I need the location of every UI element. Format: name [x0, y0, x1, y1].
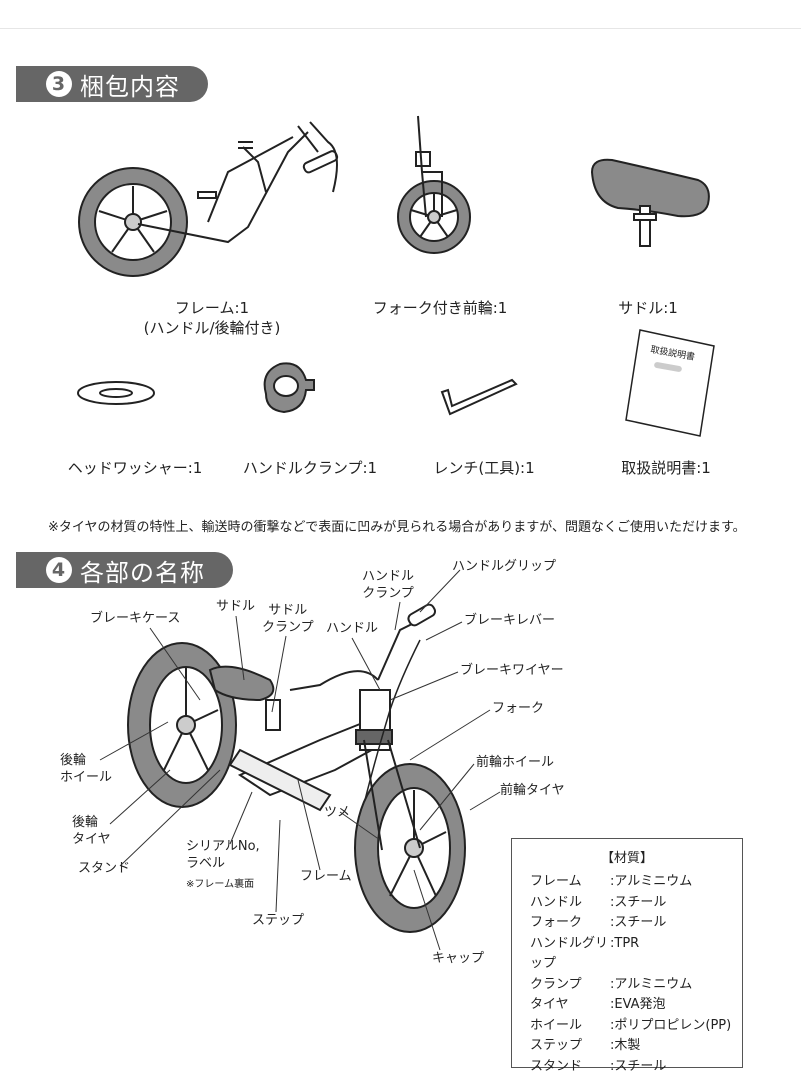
part-saddle-clamp: サドル クランプ	[262, 603, 314, 635]
part-brake-wire: ブレーキワイヤー	[460, 663, 564, 678]
materials-title: 【材質】	[600, 851, 653, 866]
part-front-tire: 前輪タイヤ	[500, 783, 565, 798]
section-4-header: 4 各部の名称	[16, 552, 233, 588]
frame-sublabel: (ハンドル/後輪付き)	[143, 319, 281, 337]
part-saddle: サドル	[216, 599, 256, 614]
materials-row: ハンドル:スチール	[530, 894, 667, 910]
section-3-number: 3	[46, 71, 72, 97]
front-wheel-icon	[397, 115, 471, 254]
part-fork: フォーク	[492, 701, 545, 716]
clamp-icon	[263, 362, 315, 414]
materials-row: フォーク:スチール	[530, 915, 667, 930]
manual-icon	[625, 329, 715, 437]
part-serial-note: ※フレーム裏面	[186, 879, 255, 890]
saddle-label: サドル:1	[618, 299, 678, 317]
part-front-wheel: 前輪ホイール	[476, 755, 555, 770]
part-handle-grip: ハンドルグリップ	[452, 559, 557, 574]
part-serial-label: シリアルNo, ラベル	[186, 839, 260, 871]
part-frame: フレーム	[300, 869, 352, 884]
part-stand: スタンド	[78, 861, 131, 876]
section-4-number: 4	[46, 557, 72, 583]
section-3-header: 3 梱包内容	[16, 66, 208, 102]
materials-row: スタンド:スチール	[530, 1058, 667, 1074]
section-4-title: 各部の名称	[80, 558, 205, 587]
saddle-icon	[590, 158, 710, 247]
part-brake-lever: ブレーキレバー	[464, 613, 556, 628]
frame-label: フレーム:1	[174, 299, 250, 317]
materials-row: フレーム:アルミニウム	[530, 874, 693, 889]
part-handle-clamp: ハンドル クランプ	[362, 569, 415, 601]
part-handle: ハンドル	[326, 621, 379, 636]
materials-row: ハンドルグリップ:TPR	[530, 935, 640, 972]
part-tsume: ツメ	[324, 805, 351, 820]
section-3-title: 梱包内容	[80, 72, 180, 101]
materials-row: タイヤ:EVA発泡	[530, 997, 666, 1012]
washer-icon	[77, 381, 155, 405]
part-rear-tire: 後輪 タイヤ	[72, 815, 111, 847]
materials-box: 【材質】 フレーム:アルミニウム ハンドル:スチール フォーク:スチール ハンド…	[511, 838, 743, 1074]
shipping-note: ※タイヤの材質の特性上、輸送時の衝撃などで表面に凹みが見られる場合がありますが、…	[48, 520, 746, 535]
part-rear-wheel: 後輪 ホイール	[60, 753, 113, 785]
bike-illustration	[127, 603, 466, 933]
frame-icon	[78, 121, 339, 277]
part-cap: キャップ	[432, 951, 485, 966]
clamp-label: ハンドルクランプ:1	[242, 459, 378, 477]
wrench-icon	[440, 378, 518, 416]
wrench-label: レンチ(工具):1	[433, 459, 535, 477]
manual-label: 取扱説明書:1	[621, 459, 711, 477]
front-wheel-label: フォーク付き前輪:1	[372, 299, 508, 317]
washer-label: ヘッドワッシャー:1	[67, 459, 203, 477]
materials-row: クランプ:アルミニウム	[530, 976, 693, 992]
part-step: ステップ	[252, 913, 305, 928]
materials-row: ステップ:木製	[530, 1038, 641, 1053]
top-divider	[0, 28, 801, 29]
part-brake-case: ブレーキケース	[90, 611, 181, 626]
materials-row: ホイール:ポリプロピレン(PP)	[530, 1017, 732, 1033]
